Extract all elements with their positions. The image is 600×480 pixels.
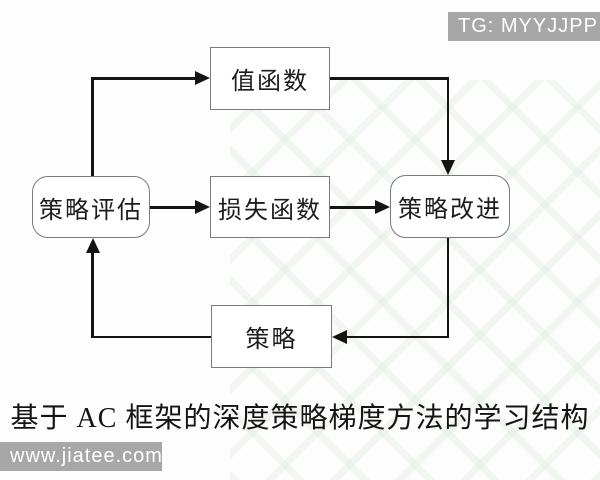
arrowhead-up bbox=[85, 238, 100, 253]
node-policy-improvement: 策略改进 bbox=[390, 175, 510, 238]
node-value-function: 值函数 bbox=[210, 47, 330, 110]
node-loss-function: 损失函数 bbox=[210, 176, 330, 238]
arrowhead-right bbox=[375, 200, 390, 214]
edge-segment bbox=[330, 206, 376, 209]
edge-segment bbox=[446, 77, 449, 161]
website-watermark-badge: www.jiatee.com bbox=[0, 442, 162, 471]
edge-segment bbox=[91, 335, 211, 338]
arrowhead-left bbox=[332, 330, 347, 344]
node-policy-evaluation: 策略评估 bbox=[32, 176, 150, 238]
edge-segment bbox=[330, 77, 449, 80]
arrowhead-right bbox=[195, 200, 210, 214]
tg-watermark-badge: TG: MYYJJPP bbox=[448, 12, 600, 41]
edge-segment bbox=[347, 335, 449, 338]
arrowhead-down bbox=[441, 160, 455, 175]
diagram-caption: 基于 AC 框架的深度策略梯度方法的学习结构 bbox=[10, 403, 590, 434]
edge-segment bbox=[91, 77, 94, 176]
edge-segment bbox=[91, 253, 94, 338]
edge-segment bbox=[150, 206, 196, 209]
arrowhead-right bbox=[195, 71, 210, 85]
edge-segment bbox=[446, 238, 449, 338]
node-policy: 策略 bbox=[211, 305, 332, 368]
edge-segment bbox=[91, 77, 196, 80]
